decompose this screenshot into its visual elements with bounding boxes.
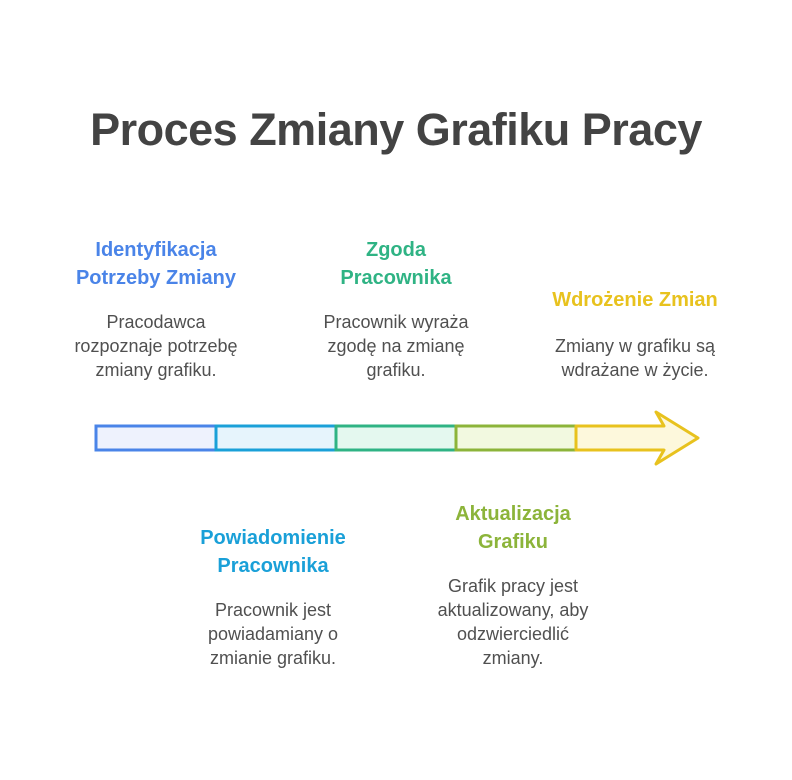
step-description: Pracownik wyraża zgodę na zmianę grafiku… [323, 312, 469, 380]
step-zgoda: Zgoda Pracownika Pracownik wyraża zgodę … [283, 236, 509, 382]
arrow-head-segment [574, 410, 700, 466]
step-description: Pracownik jest powiadamiany o zmianie gr… [207, 600, 339, 668]
step-title: Powiadomienie Pracownika [200, 527, 346, 577]
step-title: Identyfikacja Potrzeby Zmiany [75, 239, 237, 289]
arrow-segment-1 [94, 424, 218, 452]
step-identyfikacja: Identyfikacja Potrzeby Zmiany Pracodawca… [46, 236, 266, 382]
step-description: Zmiany w grafiku są wdrażane w życie. [554, 336, 716, 380]
step-title: Aktualizacja Grafiku [455, 503, 571, 553]
step-powiadomienie: Powiadomienie Pracownika Pracownik jest … [163, 524, 383, 670]
page-title: Proces Zmiany Grafiku Pracy [90, 104, 702, 155]
step-title: Zgoda Pracownika [340, 239, 452, 289]
step-title: Wdrożenie Zmian [552, 289, 718, 311]
step-description: Grafik pracy jest aktualizowany, aby odz… [437, 576, 589, 668]
arrow-segment-4 [454, 424, 578, 452]
step-aktualizacja: Aktualizacja Grafiku Grafik pracy jest a… [402, 500, 624, 670]
step-wdrozenie: Wdrożenie Zmian Zmiany w grafiku są wdra… [520, 286, 750, 382]
arrow-segment-2 [214, 424, 338, 452]
arrow-segment-3 [334, 424, 458, 452]
step-description: Pracodawca rozpoznaje potrzebę zmiany gr… [74, 312, 238, 380]
